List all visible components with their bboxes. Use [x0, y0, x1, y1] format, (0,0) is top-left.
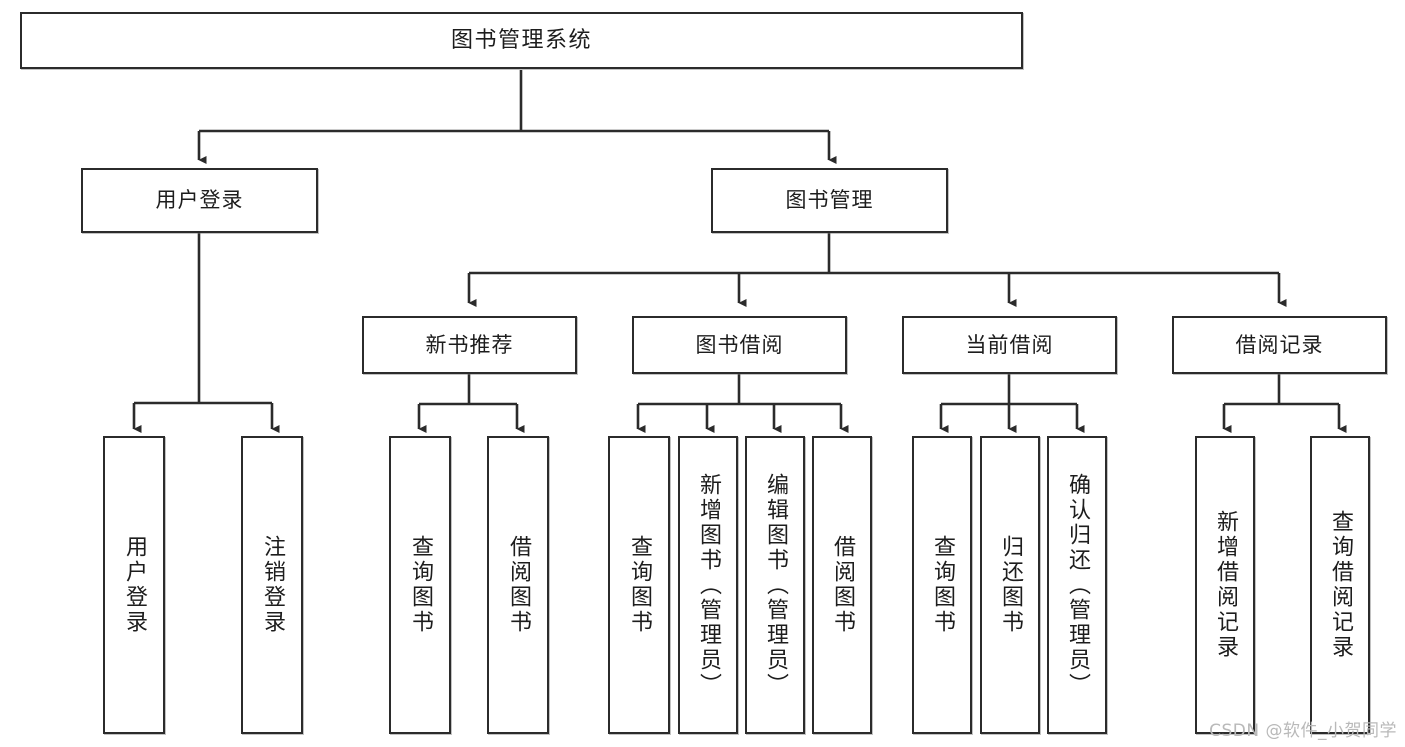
node-book-borrow[interactable]: 图书借阅 — [632, 316, 847, 374]
leaf-logout[interactable]: 注销登录 — [241, 436, 303, 734]
leaf-borrow-borrow-book[interactable]: 借阅图书 — [812, 436, 872, 734]
node-current-borrow[interactable]: 当前借阅 — [902, 316, 1117, 374]
node-label: 借阅图书 — [506, 535, 531, 635]
node-label: 新书推荐 — [425, 332, 514, 357]
leaf-current-query-book[interactable]: 查询图书 — [912, 436, 972, 734]
node-label: 用户登录 — [155, 188, 244, 213]
node-label: 注销登录 — [260, 535, 285, 635]
node-user-login[interactable]: 用户登录 — [81, 168, 318, 233]
node-label: 图书管理系统 — [450, 27, 592, 53]
leaf-recommend-borrow-book[interactable]: 借阅图书 — [487, 436, 549, 734]
node-label: 确认归还（管理员） — [1065, 472, 1090, 698]
node-label: 查询借阅记录 — [1328, 510, 1353, 660]
watermark: CSDN @软件_小贺同学 — [1209, 721, 1397, 741]
leaf-record-query[interactable]: 查询借阅记录 — [1310, 436, 1370, 734]
node-label: 查询图书 — [408, 535, 433, 635]
node-label: 用户登录 — [122, 535, 147, 635]
leaf-borrow-add-book[interactable]: 新增图书（管理员） — [678, 436, 738, 734]
node-label: 归还图书 — [998, 535, 1023, 635]
node-label: 借阅记录 — [1235, 332, 1324, 357]
node-label: 图书借阅 — [695, 332, 784, 357]
node-label: 编辑图书（管理员） — [763, 472, 788, 698]
node-label: 查询图书 — [627, 535, 652, 635]
node-book-management[interactable]: 图书管理 — [711, 168, 948, 233]
node-label: 当前借阅 — [965, 332, 1054, 357]
leaf-user-login[interactable]: 用户登录 — [103, 436, 165, 734]
node-label: 新增借阅记录 — [1213, 510, 1238, 660]
node-label: 图书管理 — [785, 188, 874, 213]
node-label: 借阅图书 — [830, 535, 855, 635]
leaf-recommend-query-book[interactable]: 查询图书 — [389, 436, 451, 734]
node-label: 新增图书（管理员） — [696, 472, 721, 698]
node-borrow-record[interactable]: 借阅记录 — [1172, 316, 1387, 374]
leaf-borrow-query-book[interactable]: 查询图书 — [608, 436, 670, 734]
leaf-current-confirm-return[interactable]: 确认归还（管理员） — [1047, 436, 1107, 734]
leaf-borrow-edit-book[interactable]: 编辑图书（管理员） — [745, 436, 805, 734]
node-new-book-recommend[interactable]: 新书推荐 — [362, 316, 577, 374]
node-root[interactable]: 图书管理系统 — [20, 12, 1023, 69]
node-label: 查询图书 — [930, 535, 955, 635]
leaf-current-return-book[interactable]: 归还图书 — [980, 436, 1040, 734]
leaf-record-add[interactable]: 新增借阅记录 — [1195, 436, 1255, 734]
